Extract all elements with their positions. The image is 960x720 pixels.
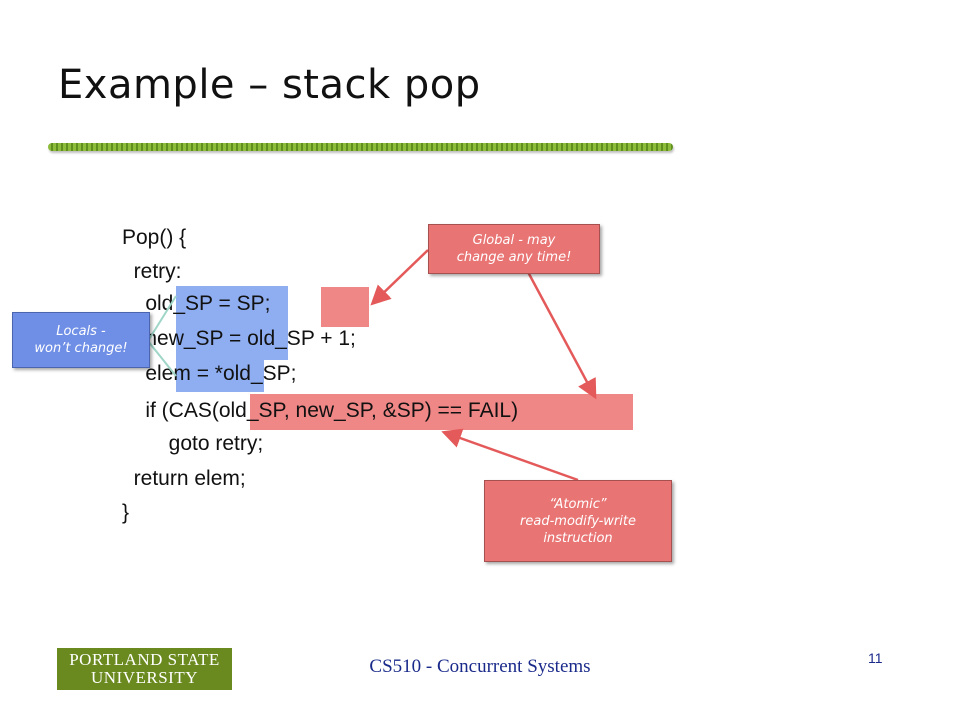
page-number: 11 <box>868 650 883 666</box>
cas-highlight <box>250 394 633 430</box>
callout-locals: Locals - won’t change! <box>12 312 150 368</box>
arrow-global-to-sp <box>370 249 429 306</box>
callout-global-line-1: Global - may <box>472 233 556 248</box>
title-underline <box>48 143 673 151</box>
callout-atomic-line-3: instruction <box>543 530 613 546</box>
callout-atomic: “Atomic” read-modify-write instruction <box>484 480 672 562</box>
code-line-6: if (CAS(old_SP, new_SP, &SP) == FAIL) <box>122 399 519 422</box>
callout-global: Global - may change any time! <box>428 224 600 274</box>
code-line-5: elem = *old_SP; <box>122 362 297 385</box>
global-sp-highlight <box>321 287 369 327</box>
logo-line-1: PORTLAND STATE <box>69 650 220 669</box>
code-line-4: new_SP = old_SP + 1; <box>122 327 356 350</box>
logo-line-2: UNIVERSITY <box>91 668 198 687</box>
arrow-atomic-to-cas <box>441 428 579 482</box>
code-line-1: Pop() { <box>122 226 187 249</box>
callout-atomic-line-2: read-modify-write <box>520 513 636 529</box>
code-line-8: return elem; <box>122 467 246 490</box>
course-footer: CS510 - Concurrent Systems <box>369 656 591 677</box>
code-line-7: goto retry; <box>122 432 264 455</box>
code-line-3: old_SP = SP; <box>122 292 271 315</box>
callout-locals-line-2: won’t change! <box>34 341 128 356</box>
locals-highlight-new-sp <box>176 312 288 360</box>
callout-global-line-2: change any time! <box>456 250 572 265</box>
slide-title: Example – stack pop <box>58 62 481 108</box>
arrow-global-to-cas <box>526 271 597 400</box>
brace-locals <box>146 295 177 377</box>
callout-locals-line-1: Locals - <box>56 324 106 339</box>
locals-highlight-elem <box>176 360 264 392</box>
callout-atomic-line-1: “Atomic” <box>549 496 607 512</box>
locals-highlight-old-sp <box>176 286 288 312</box>
code-line-2: retry: <box>122 260 182 283</box>
code-line-9: } <box>122 501 130 524</box>
university-logo: PORTLAND STATE UNIVERSITY <box>57 648 232 690</box>
